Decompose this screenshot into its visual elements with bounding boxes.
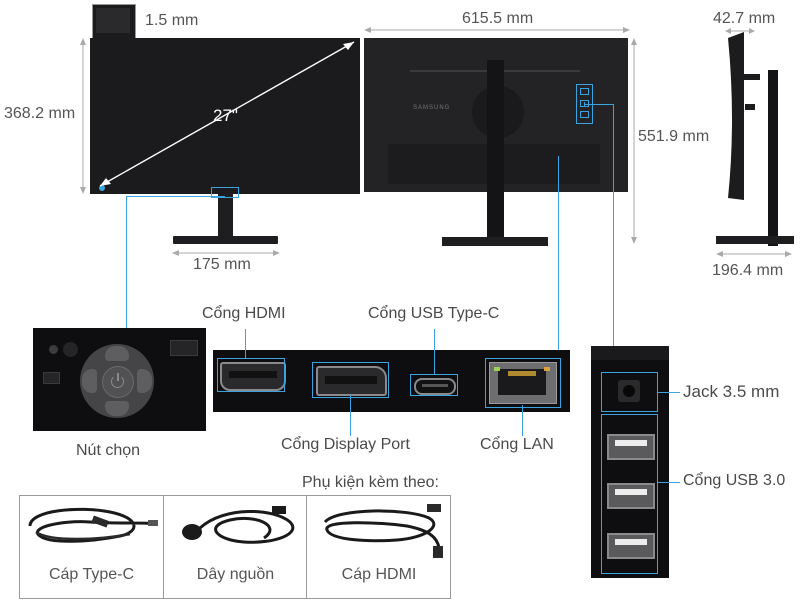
port-strip bbox=[213, 350, 570, 412]
usb3-label: Cổng USB 3.0 bbox=[683, 472, 786, 489]
accessory-hdmi-label: Cáp HDMI bbox=[341, 566, 417, 583]
power-cord-icon bbox=[182, 506, 295, 544]
front-indicator-icon bbox=[99, 185, 105, 191]
back-brand: SAMSUNG bbox=[413, 105, 451, 111]
accessory-hdmi: Cáp HDMI bbox=[306, 496, 451, 598]
control-label: Nút chọn bbox=[76, 442, 141, 459]
accessory-power-label: Dây nguồn bbox=[196, 566, 275, 583]
depth-dimension: 42.7 mm bbox=[713, 10, 776, 27]
stand-width-dimension: 175 mm bbox=[193, 256, 251, 273]
front-stand-base bbox=[173, 236, 278, 244]
screen-height-dimension: 368.2 mm bbox=[4, 105, 76, 122]
jack-small-icon bbox=[63, 342, 78, 357]
usb-c-label: Cổng USB Type-C bbox=[368, 305, 500, 322]
hdmi-cable-icon bbox=[323, 504, 443, 558]
jack-port bbox=[618, 380, 640, 402]
accessories-box: Cáp Type-C Dây nguồn Cáp HDMI bbox=[19, 495, 451, 599]
lan-label: Cổng LAN bbox=[480, 436, 554, 453]
connector-ports bbox=[558, 156, 559, 350]
control-zoom bbox=[33, 328, 206, 431]
accessory-power: Dây nguồn bbox=[163, 496, 307, 598]
hdmi-port bbox=[220, 362, 286, 391]
diagonal-dimension: 27" bbox=[213, 106, 238, 125]
type-c-cable-icon bbox=[28, 507, 158, 543]
usb-port-1 bbox=[607, 434, 655, 460]
front-stand-neck bbox=[218, 194, 233, 238]
displayport-port bbox=[316, 366, 387, 396]
accessory-type-c: Cáp Type-C bbox=[20, 496, 163, 598]
joystick[interactable] bbox=[80, 344, 154, 418]
bezel-dimension: 1.5 mm bbox=[145, 12, 199, 29]
usb-c-port bbox=[414, 378, 456, 395]
side-silhouette bbox=[716, 32, 794, 246]
usb-panel bbox=[591, 346, 669, 578]
accessory-type-c-label: Cáp Type-C bbox=[48, 566, 135, 583]
hdmi-label: Cổng HDMI bbox=[202, 305, 286, 322]
height-dimension: 551.9 mm bbox=[638, 128, 710, 145]
jack-label: Jack 3.5 mm bbox=[683, 382, 780, 401]
usb-port-2 bbox=[607, 483, 655, 509]
stand-depth-dimension: 196.4 mm bbox=[712, 262, 784, 279]
back-stand-base bbox=[442, 237, 548, 246]
lan-port bbox=[489, 362, 557, 404]
control-highlight bbox=[211, 187, 239, 198]
accessories-heading: Phụ kiện kèm theo: bbox=[302, 474, 439, 491]
displayport-label: Cổng Display Port bbox=[281, 436, 410, 453]
back-stand-neck bbox=[487, 60, 504, 238]
port-small-right-icon bbox=[170, 340, 198, 356]
port-small-icon bbox=[43, 372, 60, 384]
width-dimension: 615.5 mm bbox=[462, 10, 534, 27]
power-icon bbox=[102, 366, 134, 398]
usb-port-3 bbox=[607, 533, 655, 559]
led-icon bbox=[49, 345, 58, 354]
connector-control bbox=[126, 196, 127, 328]
